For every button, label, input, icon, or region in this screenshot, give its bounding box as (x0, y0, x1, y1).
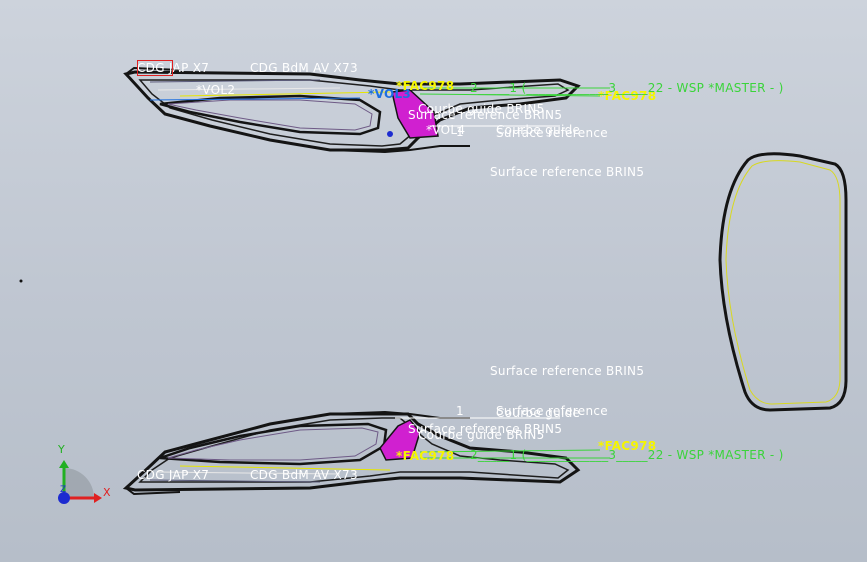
triad-z-label: Z (60, 485, 67, 495)
bottom-part-tip (125, 487, 181, 496)
triad-y-arrow (59, 460, 69, 468)
top-cdg-bdm-label[interactable]: CDG BdM AV X73 (250, 61, 358, 75)
bottom-surface-reference-label[interactable]: Surface reference (496, 404, 608, 418)
triad-x-label: X (103, 486, 111, 499)
side-profile-outer (718, 152, 848, 412)
bottom-part-lead-line-2 (157, 471, 341, 475)
top-part-lead-line-2 (157, 87, 341, 91)
top-part-magenta-band (391, 89, 439, 139)
top-surface-ref-label-2[interactable]: Surface reference BRIN5 (490, 165, 645, 179)
triad-origin-wedge (64, 468, 94, 498)
side-profile-inner (725, 160, 841, 405)
top-surface-ref-label-1[interactable]: Surface reference BRIN5 (408, 108, 563, 122)
bottom-surface-ref-label-1[interactable]: Surface reference BRIN5 (408, 422, 563, 436)
bottom-wsp-master-tag[interactable]: 2_____1 (_____________3_____22 - WSP *MA… (470, 448, 784, 462)
top-vol2-label[interactable]: *VOL2 (196, 83, 236, 97)
top-part-outer-edge (123, 70, 581, 152)
triad-y-label: Y (58, 443, 66, 456)
bottom-part-yellow-curve (179, 465, 391, 471)
bottom-part-slot-edge (159, 422, 388, 466)
top-part-green-ref-2 (419, 93, 601, 97)
bottom-part-green-ref-2 (419, 449, 601, 453)
top-part-lead-line-1 (149, 79, 321, 83)
bottom-part-inner-edge (138, 417, 570, 483)
bottom-cdg-jap-label[interactable]: CDG JAP X7 (137, 468, 210, 482)
bottom-fac978-left-label[interactable]: *FAC978 (396, 449, 455, 463)
side-profile[interactable] (718, 152, 848, 412)
top-courbe-guide-small-label[interactable]: Courbe guide (496, 123, 581, 137)
bottom-part-outer-edge (122, 412, 581, 492)
top-part[interactable] (123, 66, 610, 154)
bottom-fac978-right-label[interactable]: *FAC978 (598, 439, 657, 453)
top-part-lead-line-3 (149, 97, 361, 101)
bottom-cdg-bdm-label[interactable]: CDG BdM AV X73 (250, 468, 358, 482)
top-fac978-right-label[interactable]: *FAC978 (598, 89, 657, 103)
triad-x-arrow (94, 493, 102, 503)
top-part-slot-edge (159, 94, 382, 136)
bottom-leader-1-label[interactable]: 1 (456, 404, 464, 418)
triad-z-axis (58, 492, 70, 504)
top-surface-reference-label[interactable]: Surface reference (496, 126, 608, 140)
top-vol4-label[interactable]: *VOL4 (426, 123, 466, 137)
top-fac978-left-label[interactable]: *FAC978 (396, 79, 455, 93)
top-vol3-label[interactable]: *VOL3 (368, 87, 412, 101)
top-cdg-highlight-box (137, 60, 173, 76)
bottom-surface-ref-label-2[interactable]: Surface reference BRIN5 (490, 364, 645, 378)
top-part-inner-edge (138, 79, 570, 147)
bottom-courbe-guide-small-label[interactable]: Courbe guide (496, 406, 581, 420)
top-part-tip (125, 66, 181, 75)
top-part-slot-inner (167, 99, 373, 131)
top-wsp-master-tag[interactable]: 2_____1 (_____________3_____22 - WSP *MA… (470, 81, 784, 95)
sketch-point (19, 279, 23, 283)
bottom-part-lead-line-1 (149, 479, 321, 483)
bottom-part-magenta-band (379, 419, 421, 461)
top-part-lower-lip (329, 145, 470, 154)
reference-triad (58, 460, 102, 504)
top-part-yellow-curve (179, 91, 391, 97)
top-part-origin-point (387, 131, 393, 137)
bottom-courbe-guide-label[interactable]: Courbe guide BRIN5 (418, 428, 545, 442)
top-courbe-guide-label[interactable]: Courbe guide BRIN5 (418, 102, 545, 116)
bottom-part[interactable] (122, 410, 610, 496)
bottom-part-slot-inner (167, 427, 379, 461)
top-leader-1-label[interactable]: 1 (456, 125, 464, 139)
